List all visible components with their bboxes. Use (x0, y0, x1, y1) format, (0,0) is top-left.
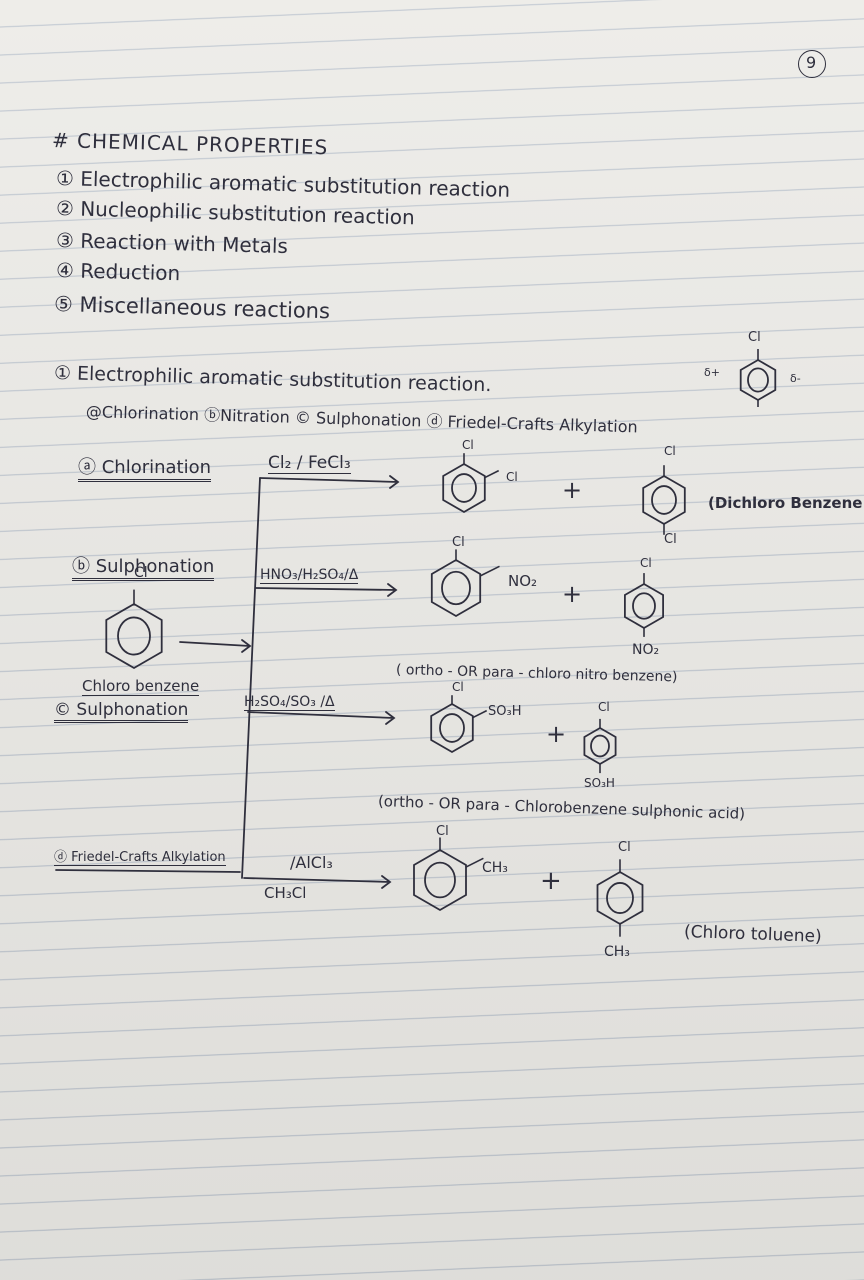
fc-ortho-group: CH₃ (482, 860, 508, 876)
ring-nit-ortho (430, 549, 500, 618)
nit-ortho-cl: Cl (452, 535, 465, 550)
ring-sul-ortho-bond-1 (472, 709, 488, 719)
ring-top-reference (739, 349, 777, 407)
ring-top-reference-hexagon (739, 358, 777, 402)
ring-nit-ortho-inner-circle (441, 570, 471, 606)
arrow-friedel (243, 875, 392, 889)
friedel-reagent-top: /AlCl₃ (290, 853, 333, 872)
ring-sul-ortho (430, 695, 488, 754)
ring-sul-para-inner-circle (590, 734, 610, 758)
rings (105, 349, 777, 937)
ring-top-reference-inner-circle (747, 367, 769, 393)
ring-sul-para (583, 718, 617, 774)
ring-fc-para-hexagon (596, 870, 644, 926)
fc-para-cl: Cl (618, 840, 631, 855)
chl-ortho-cl-top: Cl (462, 438, 474, 452)
ring-chlorobenzene (105, 589, 163, 670)
nitration-label: ⓑ Sulphonation (72, 552, 215, 581)
chlorobenzene-label: Chloro benzene (82, 677, 200, 696)
ring-nit-ortho-bond-1 (479, 565, 500, 577)
ring-chl-ortho-bond-1 (484, 469, 500, 479)
chl-ortho-cl-side: Cl (506, 470, 518, 484)
fc-para-group: CH₃ (604, 944, 630, 960)
ring-nit-para-inner-circle (632, 592, 656, 620)
page-number: 9 (806, 53, 817, 72)
ring-chl-para-hexagon (642, 474, 686, 526)
nit-ortho-group: NO₂ (508, 572, 538, 590)
ring-nit-para-hexagon (624, 582, 664, 630)
chlorination-reagent: Cl₂ / FeCl₃ (268, 453, 351, 474)
arrow-nitration (255, 583, 398, 597)
nit-para-group: NO₂ (632, 642, 660, 658)
ring-chlorobenzene-hexagon (105, 602, 163, 670)
ring-nit-para (624, 573, 664, 637)
ring-chl-ortho (442, 453, 500, 514)
friedel-underline (55, 869, 241, 873)
ring-fc-ortho (413, 837, 484, 912)
delta-minus-label: δ- (790, 372, 801, 385)
sulphonation-reagent: H₂SO₄/SO₃ /Δ (244, 694, 335, 711)
top-cl-label: Cl (748, 330, 761, 345)
arrow-sulphonation (247, 711, 396, 725)
sul-plus: + (546, 720, 567, 748)
arrow-from-chlorobenzene (179, 639, 252, 653)
chl-plus: + (562, 476, 583, 504)
sul-ortho-group: SO₃H (488, 704, 522, 719)
sul-para-group: SO₃H (584, 776, 615, 790)
sulphonation-label: © Sulphonation (54, 700, 189, 723)
fc-plus: + (540, 866, 562, 896)
delta-plus-label: δ+ (704, 366, 720, 379)
chl-para-cl-top: Cl (664, 444, 676, 458)
fc-ortho-cl: Cl (436, 824, 449, 839)
ring-sul-para-hexagon (583, 726, 617, 766)
ring-sul-ortho-inner-circle (439, 713, 465, 743)
reaction-stem (241, 477, 261, 879)
ring-sul-ortho-hexagon (430, 702, 474, 754)
ring-nit-ortho-hexagon (430, 558, 482, 618)
ring-fc-ortho-inner-circle (424, 861, 456, 899)
ring-fc-ortho-bond-1 (465, 857, 484, 869)
nitration-reagent: HNO₃/H₂SO₄/Δ (260, 567, 359, 584)
friedel-reagent-bottom: CH₃Cl (264, 884, 307, 902)
ring-chl-para (642, 465, 686, 535)
ring-chl-para-inner-circle (651, 485, 677, 515)
dichlorobenzene-note: (Dichloro Benzene (708, 494, 863, 512)
page-number-circle (798, 50, 826, 78)
chl-para-cl-bottom: Cl (664, 532, 677, 547)
ring-chl-ortho-inner-circle (451, 473, 477, 503)
ring-chl-ortho-hexagon (442, 462, 486, 514)
nit-plus: + (562, 580, 583, 608)
chlorination-label: ⓐ Chlorination (78, 453, 212, 482)
sul-ortho-cl: Cl (452, 680, 464, 694)
arrow-chlorination (259, 475, 400, 489)
ring-fc-para (596, 859, 644, 937)
sul-para-cl: Cl (598, 700, 610, 714)
ring-fc-ortho-hexagon (413, 848, 467, 912)
nit-para-cl: Cl (640, 556, 652, 570)
ring-fc-para-inner-circle (606, 882, 634, 914)
ring-chlorobenzene-inner-circle (117, 616, 151, 656)
friedel-label: ⓓ Friedel-Crafts Alkylation (54, 846, 226, 866)
start-cl-label: Cl (134, 565, 148, 581)
